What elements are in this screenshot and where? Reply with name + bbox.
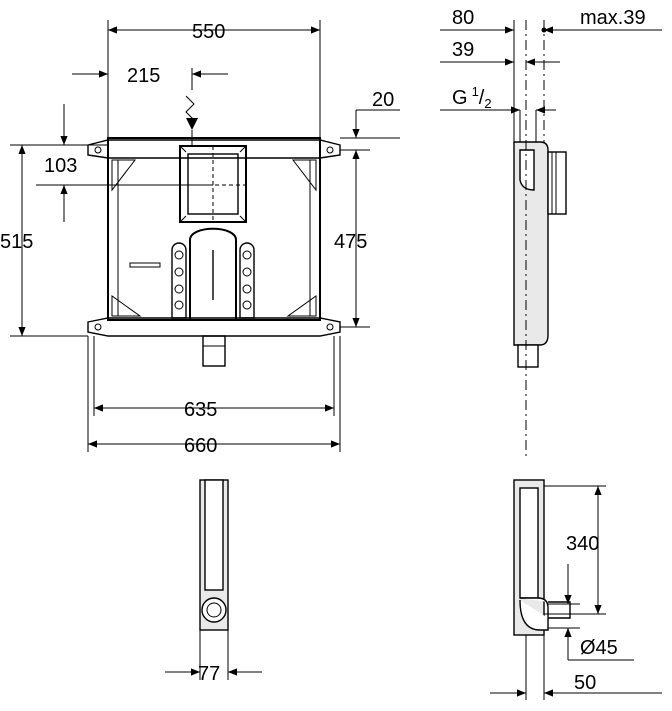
dim-215-label: 215 <box>127 65 160 87</box>
dim-80-label: 80 <box>452 7 474 29</box>
side-view <box>440 20 662 460</box>
dim-340-label: 340 <box>566 533 599 555</box>
dim-635-label: 635 <box>184 399 217 421</box>
thread-sub: 2 <box>484 96 491 111</box>
dim-475-label: 475 <box>334 231 367 253</box>
pipe-side-view <box>490 479 662 700</box>
dim-77-label: 77 <box>198 663 220 685</box>
dim-39-label: 39 <box>452 39 474 61</box>
front-dimensions <box>10 20 400 452</box>
thread-sup: 1 <box>472 84 479 99</box>
thread-slash: / <box>479 87 485 109</box>
front-view-frame <box>87 95 341 367</box>
dim-515-label: 515 <box>0 231 33 253</box>
dim-103-label: 103 <box>44 155 77 177</box>
thread-letter: G <box>452 87 468 109</box>
dim-50-label: 50 <box>574 672 596 694</box>
dim-660-label: 660 <box>184 435 217 457</box>
dim-max39-label: max.39 <box>580 7 646 29</box>
dim-d45-label: Ø45 <box>580 637 618 659</box>
pipe-front-view <box>165 479 262 680</box>
dim-20-label: 20 <box>372 89 394 111</box>
dim-550-label: 550 <box>192 21 225 43</box>
